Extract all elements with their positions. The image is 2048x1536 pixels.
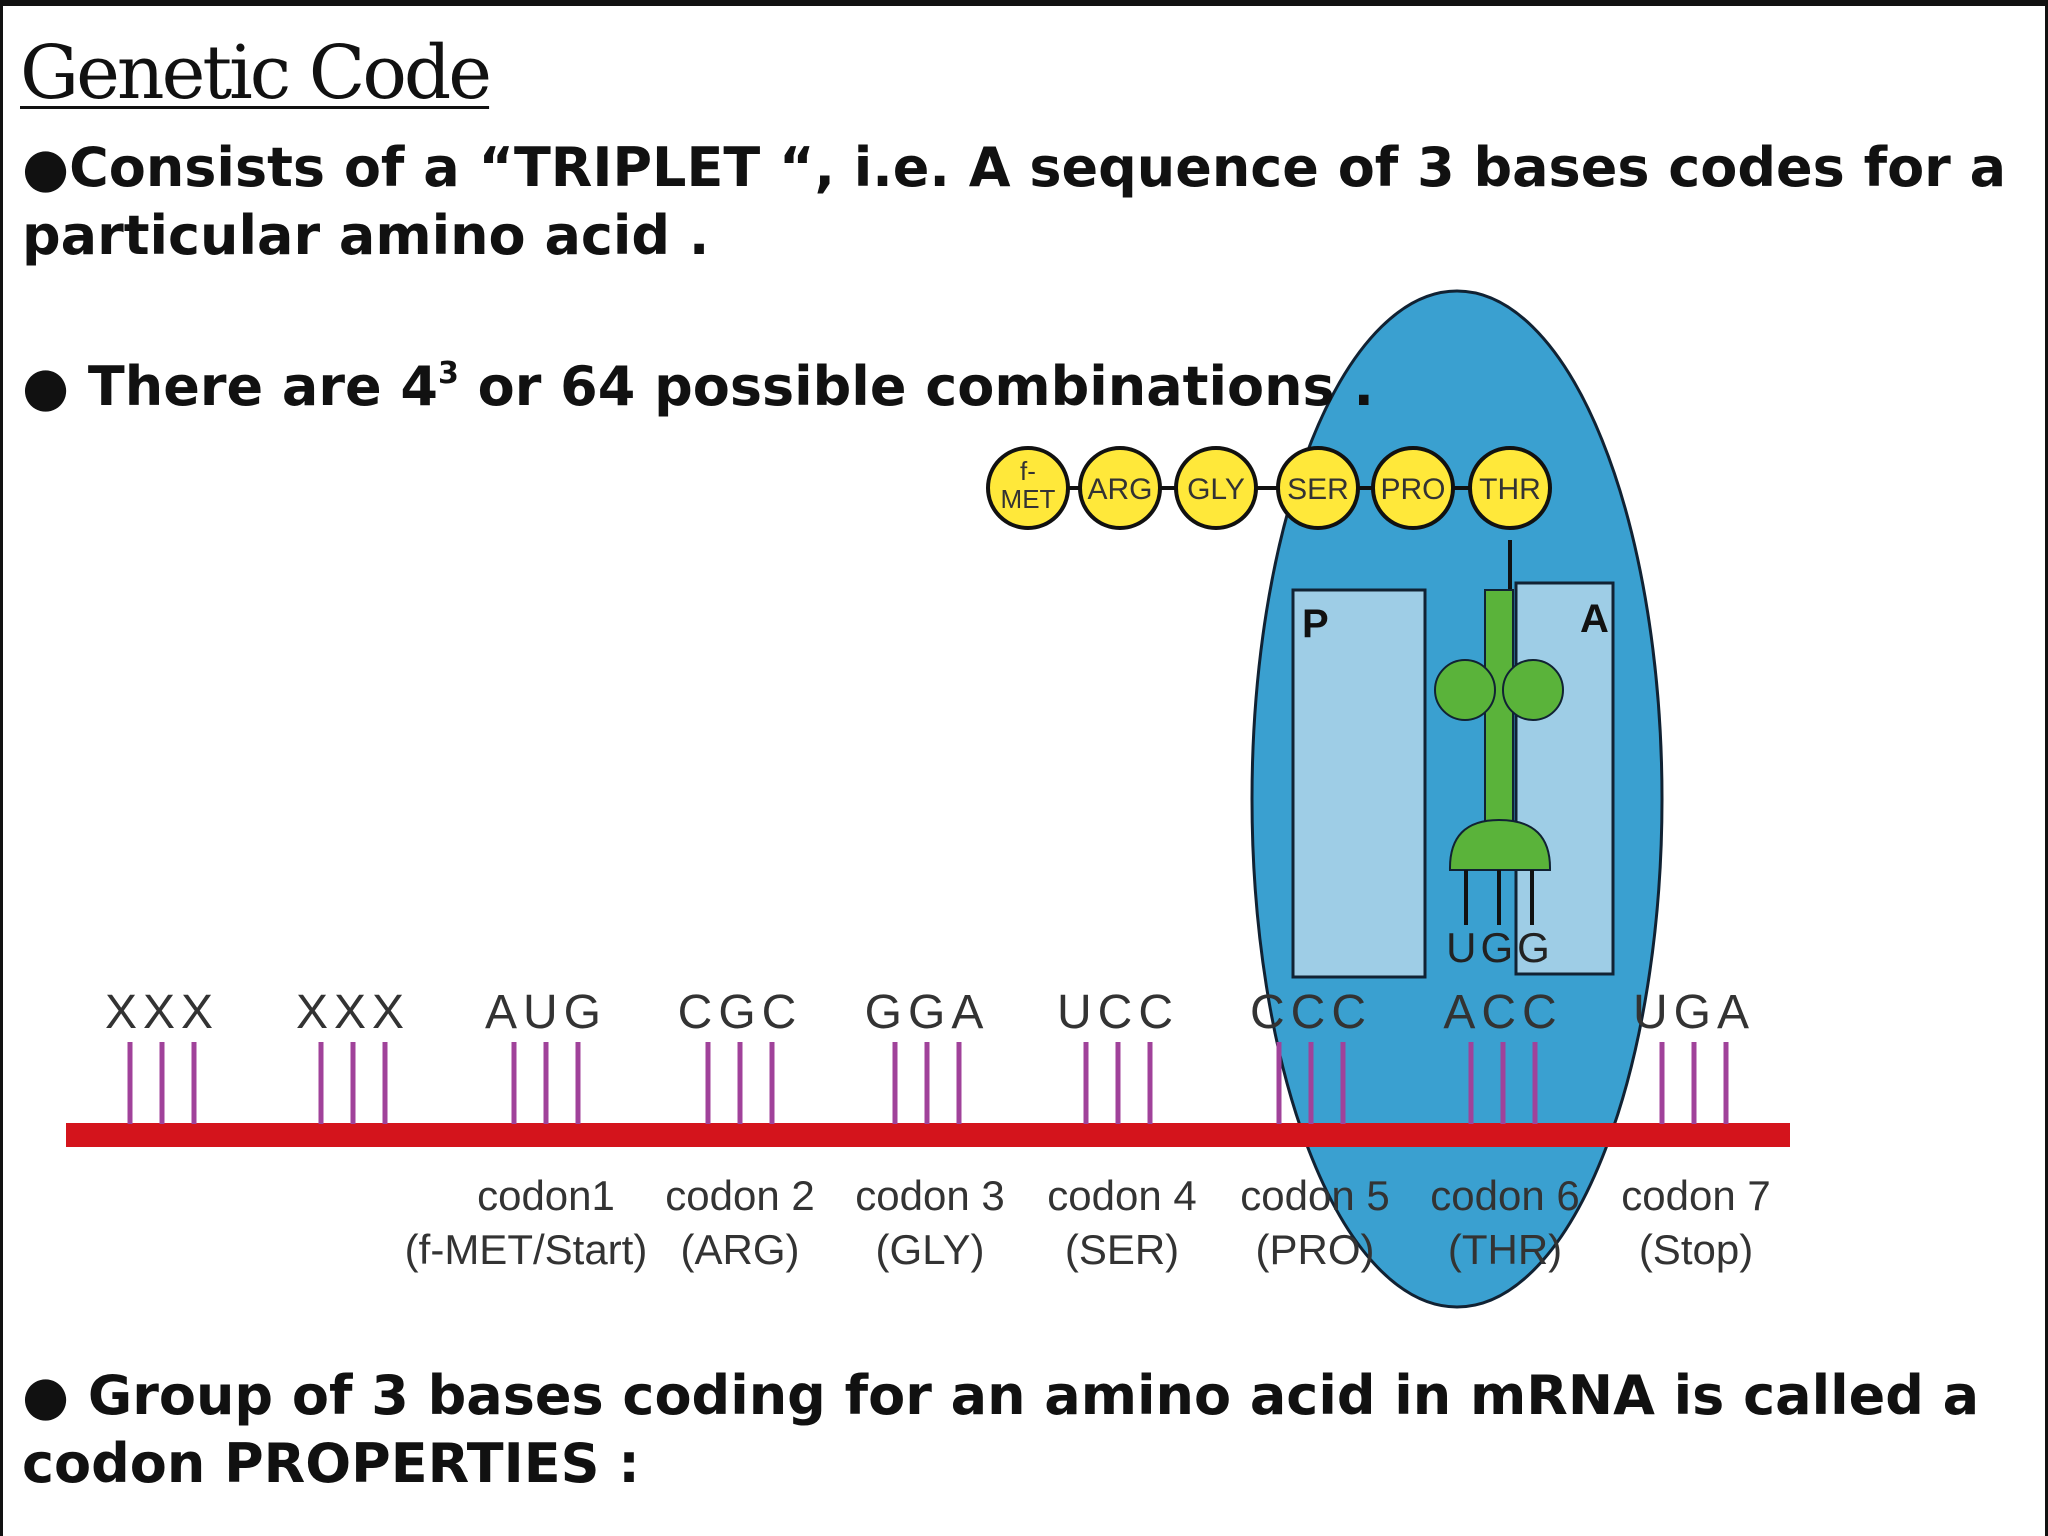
- codon-label-name: codon 2: [665, 1172, 814, 1219]
- page-title: Genetic Code: [20, 30, 492, 116]
- amino-acid-label: GLY: [1187, 473, 1245, 506]
- codon-label-name: codon 5: [1240, 1172, 1389, 1219]
- codon-triplet: XXX: [105, 986, 219, 1039]
- codon-label-amino: (Stop): [1639, 1226, 1753, 1273]
- codon-triplet: CGC: [678, 986, 803, 1039]
- codon-label-name: codon 7: [1621, 1172, 1770, 1219]
- codon-triplet: AUG: [485, 986, 607, 1039]
- codon-label-amino: (GLY): [876, 1226, 985, 1273]
- a-site-label: A: [1580, 597, 1609, 641]
- amino-acid-label: THR: [1479, 473, 1541, 506]
- codon-label-name: codon 3: [855, 1172, 1004, 1219]
- codon-triplet: UCC: [1057, 986, 1179, 1039]
- bullet-codon-definition: ● Group of 3 bases coding for an amino a…: [22, 1364, 1980, 1495]
- codon-triplet: XXX: [296, 986, 410, 1039]
- amino-acid-bead: [1276, 446, 1360, 530]
- codon-label-amino: (SER): [1065, 1226, 1179, 1273]
- codon-label-name: codon1: [477, 1172, 615, 1219]
- amino-acid-label: ARG: [1087, 473, 1152, 506]
- trna-molecule: UGG: [1434, 540, 1564, 971]
- amino-acid-label: SER: [1287, 473, 1349, 506]
- ribosome: [1250, 289, 1664, 1309]
- codon-label-amino: (f-MET/Start): [405, 1226, 648, 1273]
- mrna-strand: [66, 1123, 1790, 1147]
- amino-acid-label: f-MET: [1001, 456, 1056, 514]
- frame-right-border: [2045, 0, 2048, 1536]
- amino-acid-chain: f-MET ARG GLY SER PRO THR: [986, 446, 1552, 530]
- codon-triplets: XXX XXX AUG CGC GGA UCC CCC ACC UGA: [105, 986, 1755, 1039]
- bullet-combinations-post: or 64 possible combinations .: [458, 355, 1374, 418]
- bullet-combinations: ● There are 43 or 64 possible combinatio…: [22, 340, 1922, 421]
- codon-label-name: codon 4: [1047, 1172, 1196, 1219]
- bullet-triplet: ●Consists of a “TRIPLET “, i.e. A sequen…: [22, 136, 2007, 267]
- amino-acid-bead: [1174, 446, 1258, 530]
- codon-label-amino: (PRO): [1256, 1226, 1375, 1273]
- codon-triplet: UGA: [1633, 986, 1755, 1039]
- codon-triplet: ACC: [1443, 986, 1562, 1039]
- codon-labels: codon1 (f-MET/Start) codon 2 (ARG) codon 3 (G…: [405, 1172, 1771, 1273]
- bullet-combinations-pre: ● There are 4: [22, 355, 438, 418]
- frame-left-border: [0, 0, 3, 1536]
- amino-acid-bead: [1371, 446, 1455, 530]
- codon-base-lines: [127, 1042, 1729, 1124]
- codon-triplet: GGA: [865, 986, 990, 1039]
- p-site-label: P: [1302, 602, 1329, 646]
- p-site-box: [1291, 588, 1427, 979]
- trna-anticodon: UGG: [1446, 924, 1554, 971]
- amino-acid-bead: [986, 446, 1070, 530]
- amino-acid-bead: [1468, 446, 1552, 530]
- amino-acid-bead: [1078, 446, 1162, 530]
- bullet-combinations-exponent: 3: [437, 356, 459, 391]
- codon-label-amino: (THR): [1448, 1226, 1562, 1273]
- codon-label-amino: (ARG): [681, 1226, 800, 1273]
- amino-acid-label: PRO: [1380, 473, 1445, 506]
- frame-top-border: [0, 0, 2048, 6]
- codon-label-name: codon 6: [1430, 1172, 1579, 1219]
- codon-triplet: CCC: [1250, 986, 1372, 1039]
